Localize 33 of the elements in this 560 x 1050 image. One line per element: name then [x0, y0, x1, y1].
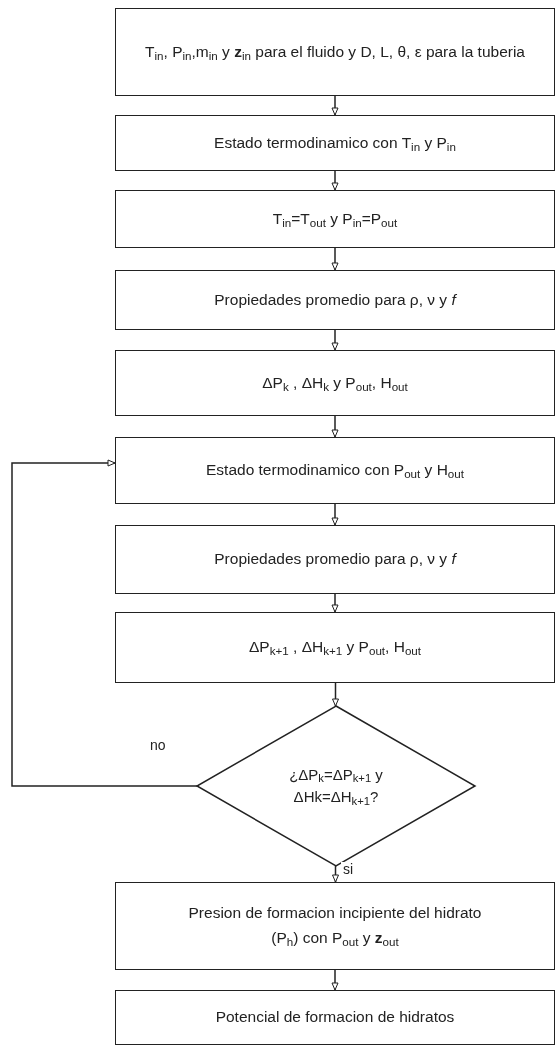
- process-box: [115, 437, 555, 504]
- process-box: [115, 882, 555, 970]
- process-box: [115, 525, 555, 594]
- arrow: [331, 247, 339, 271]
- arrow: [332, 682, 339, 707]
- arrow: [331, 329, 339, 351]
- arrow: [332, 865, 339, 883]
- process-box: [115, 990, 555, 1045]
- node-text: Propiedades promedio para ρ, ν y f: [214, 549, 456, 570]
- node-text: T$_{in}$, P$_{in}$,m$_{in}$ y z$_{in}$ para el fluido y D, L, θ, ε para la tuberia: [145, 41, 525, 64]
- node-text: Presion de formacion incipiente del hidrato (P$_{h}$) con P$_{out}$ y z$_{out}$: [187, 903, 483, 950]
- arrow: [331, 593, 339, 613]
- arrow: [331, 415, 339, 438]
- process-box: [115, 270, 555, 330]
- node-text: T$_{in}$=T$_{out}$ y P$_{in}$=P$_{out}$: [272, 208, 398, 231]
- process-box: [115, 190, 555, 248]
- node-text: Estado termodinamico con T$_{in}$ y P$_{in}$: [214, 132, 456, 155]
- process-box: [115, 8, 555, 96]
- node-text: ΔP$_{k}$ , ΔH$_{k}$ y P$_{out}$, H$_{out}$: [262, 372, 408, 395]
- node-text: ¿ΔP$_{k}$=ΔP$_{k+1}$ y ΔHk=ΔH$_{k+1}$?: [288, 764, 384, 809]
- node-text: Potencial de formacion de hidratos: [215, 1007, 455, 1028]
- arrow: [331, 170, 339, 191]
- process-box: [115, 350, 555, 416]
- arrow: [11, 459, 198, 787]
- arrow: [331, 969, 339, 991]
- process-box: [115, 612, 555, 683]
- process-box: [115, 115, 555, 171]
- node-text: Propiedades promedio para ρ, ν y f: [214, 289, 456, 310]
- arrow: [331, 95, 339, 116]
- node-text: Estado termodinamico con P$_{out}$ y H$_{out}$: [206, 460, 464, 482]
- arrow: [331, 503, 339, 526]
- edge-label: si: [341, 862, 356, 876]
- node-text: ΔP$_{k+1}$ , ΔH$_{k+1}$ y P$_{out}$, H$_{out}$: [248, 637, 422, 659]
